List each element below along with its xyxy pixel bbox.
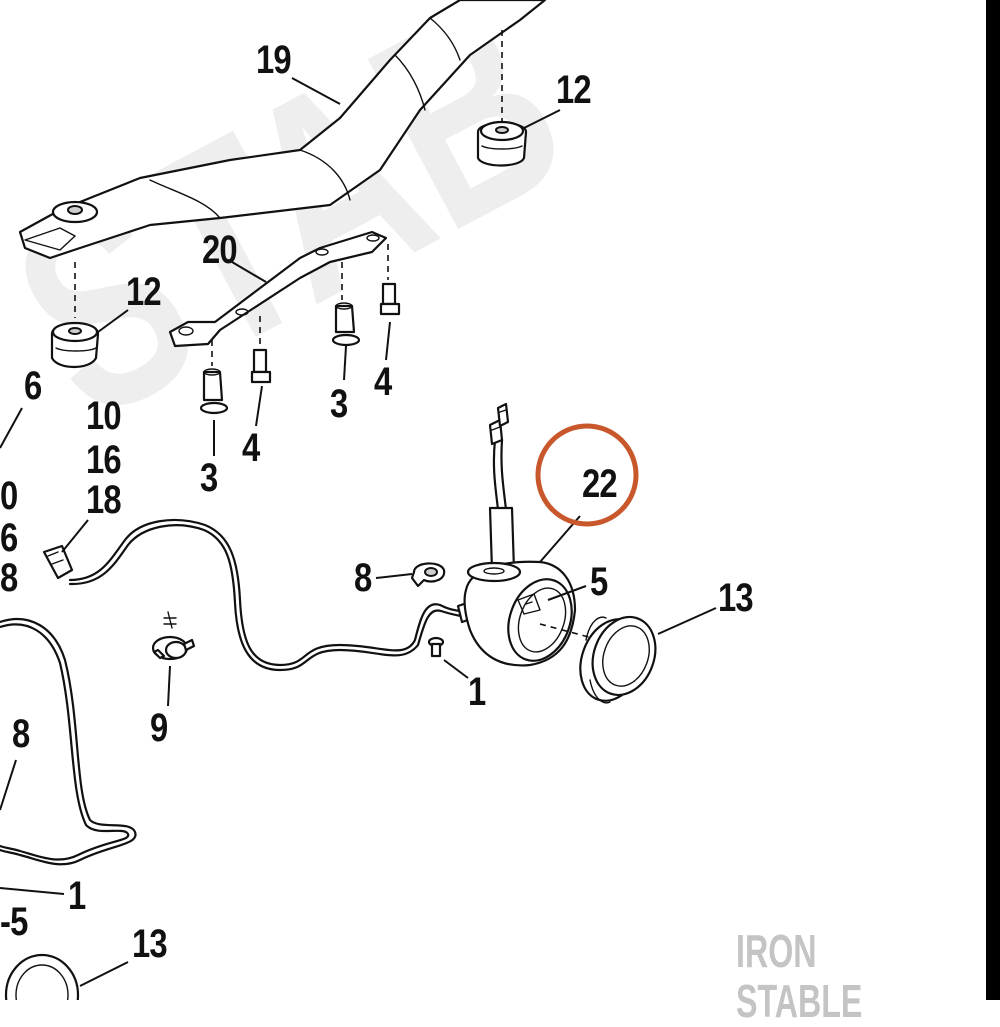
- frame-edge: [986, 0, 1000, 1000]
- callout-12-lower: 12: [126, 270, 162, 314]
- callout-10: 10: [86, 394, 122, 438]
- part-12-grommet-upper: [476, 30, 528, 167]
- highlight-circle-22: [535, 423, 639, 527]
- part-22-lamp-housing: [463, 402, 601, 667]
- part-4-screw-right: [379, 244, 401, 316]
- callout-cut-8: 8: [0, 556, 18, 600]
- callout-12-upper: 12: [556, 68, 592, 112]
- callout-5: 5: [590, 560, 608, 604]
- callout-13-lower: 13: [132, 922, 168, 966]
- callout-1-upper: 1: [468, 670, 486, 714]
- callout-20: 20: [202, 228, 238, 272]
- callout-cut-0: 0: [0, 474, 18, 518]
- callout-5-lower: -5: [0, 900, 28, 944]
- part-harness-left-loop: [0, 617, 137, 866]
- callout-6: 6: [24, 364, 42, 408]
- callout-9: 9: [150, 706, 168, 750]
- diagram-drawing: STAB: [0, 0, 717, 1000]
- part-19-crossbar: [18, 0, 547, 260]
- part-1-screw: [427, 636, 445, 658]
- callout-3-left: 3: [200, 456, 218, 500]
- part-3-bolt-left: [199, 340, 229, 415]
- part-3-bolt-right: [331, 262, 361, 347]
- callout-18: 18: [86, 478, 122, 522]
- part-13-lens-lower: [4, 953, 80, 1000]
- callout-1-lower: 1: [68, 874, 86, 918]
- callout-3-right: 3: [330, 382, 348, 426]
- part-8-clip: [410, 562, 446, 588]
- part-4-screw-left: [250, 316, 272, 384]
- part-20-bracket: [168, 230, 388, 348]
- callout-22: 22: [582, 462, 618, 506]
- callout-8: 8: [354, 556, 372, 600]
- callout-cut-6: 6: [0, 516, 18, 560]
- callout-8-lower: 8: [12, 712, 30, 756]
- callout-16: 16: [86, 438, 122, 482]
- callout-4-right: 4: [374, 360, 392, 404]
- callout-4-left: 4: [242, 426, 260, 470]
- part-9-clamp: [151, 611, 196, 661]
- part-12-grommet-lower: [50, 262, 100, 369]
- callout-13-upper: 13: [718, 576, 754, 620]
- brand-watermark: IRON STABLE: [736, 925, 863, 1027]
- part-18-harness: [42, 518, 476, 672]
- part-13-lens-upper: [579, 615, 657, 704]
- callout-19: 19: [256, 38, 292, 82]
